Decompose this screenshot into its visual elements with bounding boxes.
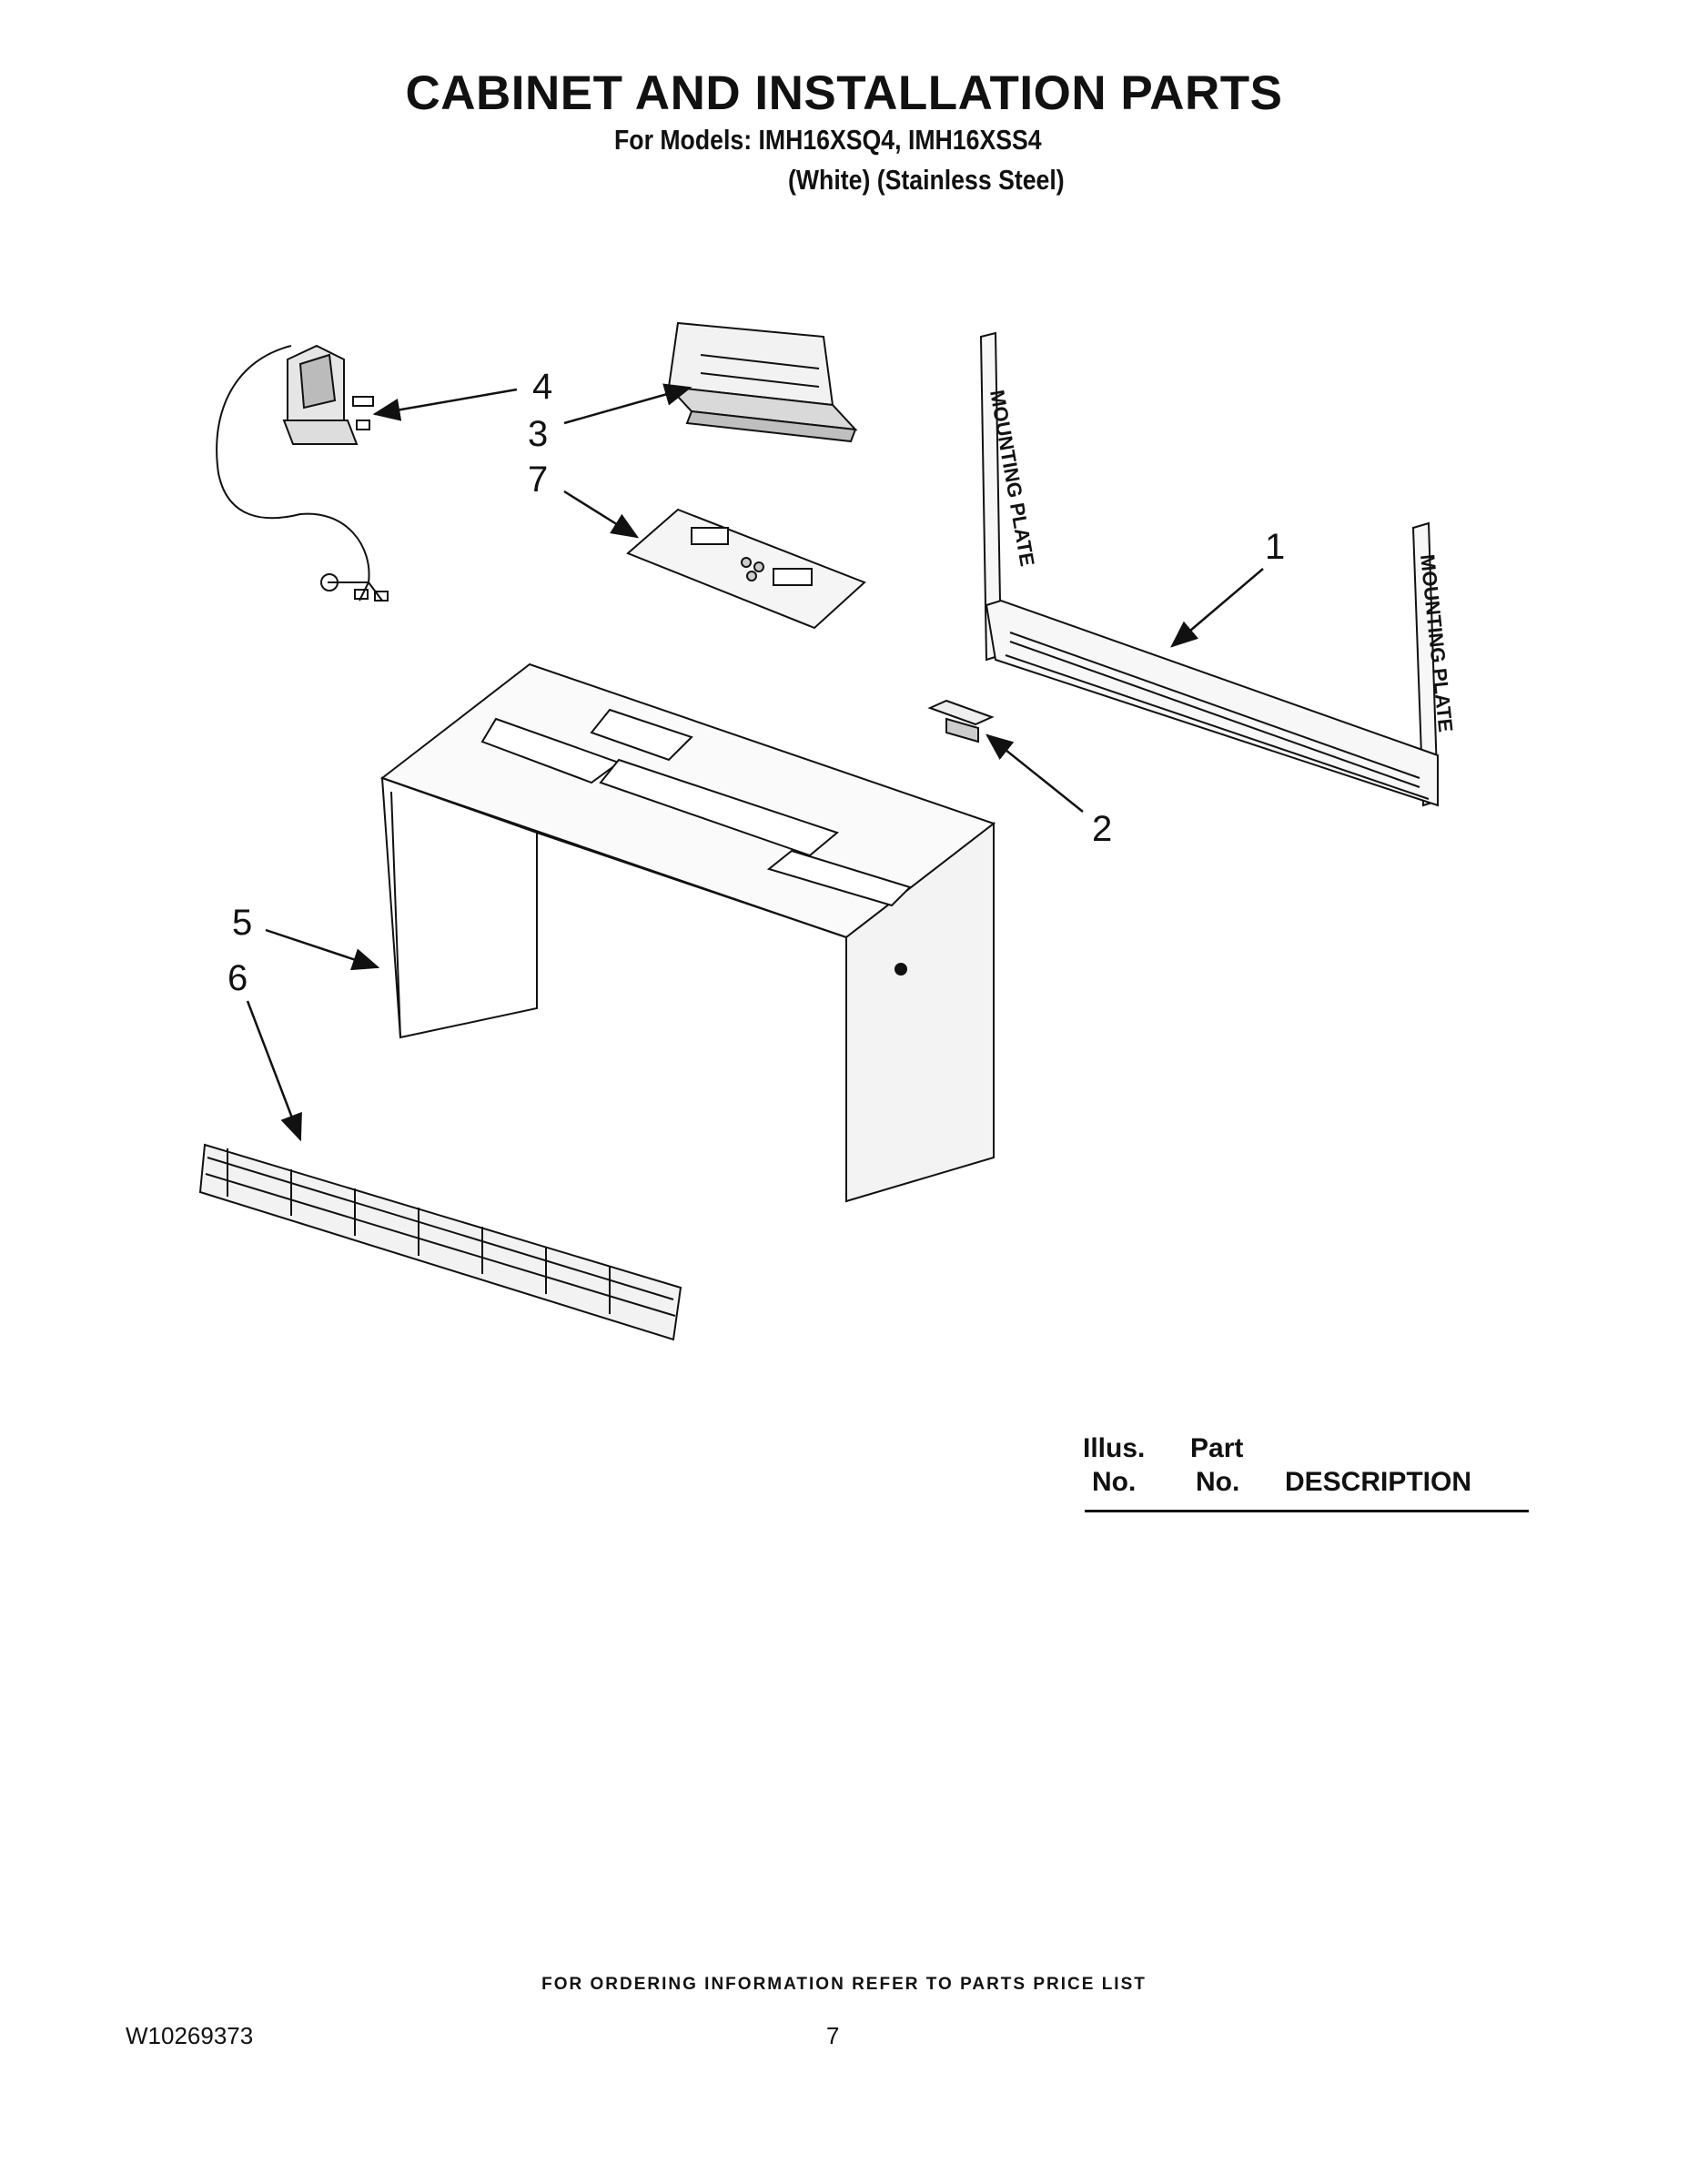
leader-3 [563,383,692,425]
part-mounting-plate: MOUNTING PLATE MOUNTING PLATE [979,331,1457,807]
callout-3: 3 [528,414,548,454]
part-damper [666,321,858,443]
part-power-cord [216,344,389,602]
col-illus-top: Illus. [1083,1433,1146,1463]
callout-1: 1 [1265,527,1285,567]
leader-6 [246,1000,302,1142]
part-clip [927,699,995,743]
leader-5 [265,928,380,971]
page-number: 7 [826,2022,840,2049]
leader-7 [563,490,640,539]
leader-4 [372,388,518,421]
doc-number: W10269373 [126,2022,254,2049]
colors-line: (White) (Stainless Steel) [788,164,1065,196]
callout-4: 4 [532,367,552,407]
page-title: CABINET AND INSTALLATION PARTS [405,66,1283,120]
leader-2 [986,733,1084,813]
col-illus-bottom: No. [1092,1467,1137,1497]
part-cabinet [379,662,996,1203]
callout-2: 2 [1092,809,1112,849]
ordering-note: FOR ORDERING INFORMATION REFER TO PARTS … [541,1975,1147,1994]
part-vent-grille [198,1143,682,1341]
col-part-bottom: No. [1196,1467,1240,1497]
callout-6: 6 [227,958,248,998]
table-header-rule [1085,1510,1529,1512]
callout-5: 5 [232,903,252,943]
models-line: For Models: IMH16XSQ4, IMH16XSS4 [614,124,1042,156]
callout-7: 7 [528,460,548,500]
col-part-top: Part [1190,1433,1244,1463]
leader-1 [1170,568,1264,648]
col-description: DESCRIPTION [1285,1467,1472,1497]
part-plate [626,508,866,630]
